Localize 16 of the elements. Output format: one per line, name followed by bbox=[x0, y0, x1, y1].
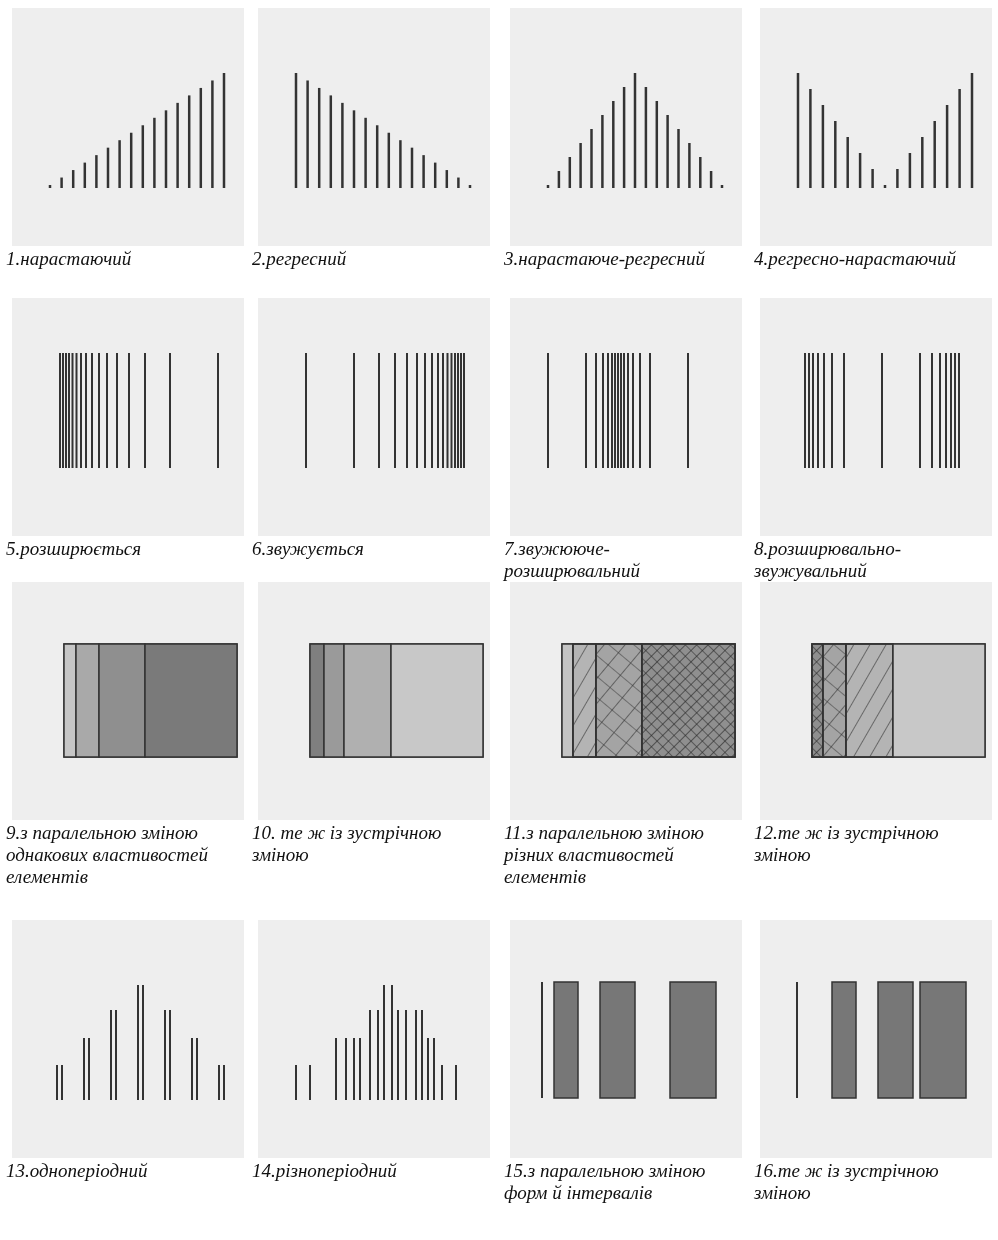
caption: 16.те ж із зустрічною зміною bbox=[754, 1160, 940, 1204]
caption: 5.розширюється bbox=[6, 538, 143, 560]
caption: 11.з паралельною зміною різних властивостей елементів bbox=[504, 822, 705, 888]
caption: 12.те ж із зустрічною зміною bbox=[754, 822, 940, 866]
caption: 10. те ж із зустрічною зміною bbox=[252, 822, 443, 866]
caption: 14.різноперіодний bbox=[252, 1160, 398, 1182]
caption: 7.звужююче-розширювальний bbox=[504, 538, 641, 582]
caption: 4.регресно-нарастаючий bbox=[754, 248, 957, 270]
caption: 8.розширювально-звужувальний bbox=[754, 538, 902, 582]
caption: 9.з паралельною зміною однакових властивостей елементів bbox=[6, 822, 209, 888]
caption: 3.нарастаюче-регресний bbox=[504, 248, 706, 270]
caption: 6.звужується bbox=[252, 538, 365, 560]
caption: 1.нарастаючий bbox=[6, 248, 133, 270]
caption: 15.з паралельною зміною форм й інтервалів bbox=[504, 1160, 707, 1204]
caption: 13.одноперіодний bbox=[6, 1160, 149, 1182]
caption: 2.регресний bbox=[252, 248, 348, 270]
